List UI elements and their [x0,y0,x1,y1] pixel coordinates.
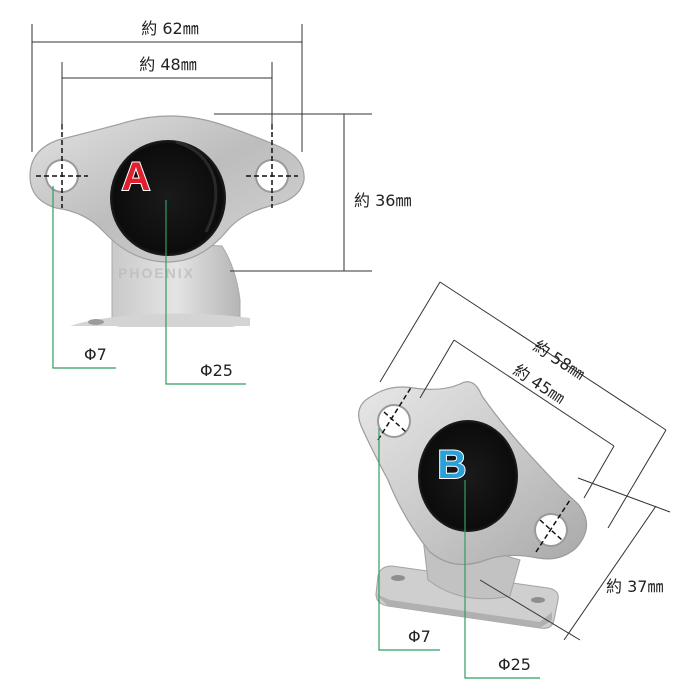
part-b-letter: B [438,443,467,487]
part-b-dim-height [479,477,671,641]
part-a-dim-hole-pitch [61,62,273,130]
part-a-label-bore-diameter: Φ25 [200,361,233,380]
part-a-neck [70,239,250,327]
part-b-dim-overall-width [379,281,667,529]
part-a-label-hole-diameter: Φ7 [84,345,107,364]
part-a-leader-hole [52,186,116,369]
part-a-label-hole-pitch: 約 48㎜ [139,55,196,74]
part-a-label-height: 約 36㎜ [354,191,411,210]
watermark-logo: PHOENIX [118,265,195,281]
part-b-label-bore-diameter: Φ25 [498,655,531,674]
part-a-leader-bore [165,200,246,385]
part-a-letter: A [122,155,151,199]
part-b-dim-hole-pitch [419,339,615,499]
part-a-center-marks [36,124,298,208]
part-a-bore [110,140,226,256]
part-b-center-marks [377,385,571,553]
part-a-dim-overall-width [31,24,303,152]
part-a-dim-height [214,113,372,272]
part-b: B 約 58㎜ 約 45㎜ 約 37㎜ Φ7 Φ25 [358,281,671,679]
part-a-label-overall-width: 約 62㎜ [141,19,198,38]
part-b-bore [418,420,518,532]
part-b-leader-bore [464,480,540,679]
part-b-label-height: 約 37㎜ [606,577,663,596]
part-b-leader-hole [378,428,440,651]
part-b-label-hole-diameter: Φ7 [408,627,431,646]
part-a: A PHOENIX 約 62㎜ 約 48㎜ 約 36㎜ Φ7 Φ25 [29,19,411,385]
